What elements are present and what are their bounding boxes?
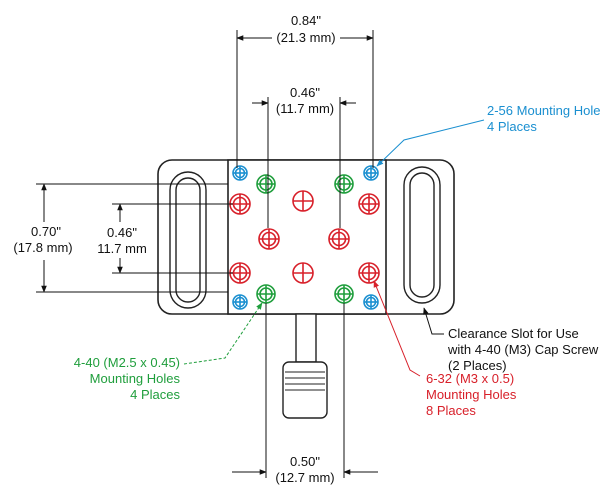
- blue-holes: [232, 165, 379, 310]
- right-clearance-slot: [403, 166, 441, 304]
- green-hole-bottom-right: [334, 284, 354, 304]
- left-height-value: 0.70": [31, 224, 61, 239]
- red-callout-leader: [373, 280, 421, 377]
- green-callout-line2: Mounting Holes: [90, 371, 181, 386]
- blue-hole-bottom-right: [363, 294, 379, 310]
- adjuster-knob: [282, 313, 328, 419]
- red-callout-line1: 6-32 (M3 x 0.5): [426, 371, 514, 386]
- red-hole-3: [358, 193, 380, 215]
- red-hole-2: [292, 190, 314, 212]
- red-hole-5: [328, 228, 350, 250]
- green-callout-line1: 4-40 (M2.5 x 0.45): [74, 355, 180, 370]
- center-block: [227, 159, 387, 315]
- green-hole-top-right: [334, 174, 354, 194]
- top-width-value: 0.84": [291, 13, 321, 28]
- blue-hole-bottom-left: [232, 294, 248, 310]
- dimension-top-width: [236, 30, 374, 168]
- blue-callout-leader: [376, 119, 485, 167]
- slot-callout-line3: (2 Places): [448, 358, 507, 373]
- dimension-bottom-width: [232, 303, 378, 478]
- top-width-metric: (21.3 mm): [276, 30, 335, 45]
- inner-width-metric: (11.7 mm): [276, 101, 334, 116]
- red-callout-line3: 8 Places: [426, 403, 476, 418]
- red-hole-4: [258, 228, 280, 250]
- bottom-width-metric: (12.7 mm): [275, 470, 334, 485]
- green-callout-leader: [183, 302, 263, 365]
- dimension-inner-width: [252, 97, 356, 228]
- left-height-metric: (17.8 mm): [13, 240, 72, 255]
- green-hole-bottom-left: [256, 284, 276, 304]
- red-holes: [229, 190, 380, 284]
- green-hole-top-left: [256, 174, 276, 194]
- red-hole-8: [358, 262, 380, 284]
- dimension-left-height: [36, 183, 228, 293]
- red-callout-line2: Mounting Holes: [426, 387, 517, 402]
- blue-hole-top-right: [363, 165, 379, 181]
- left-clearance-slot: [169, 171, 207, 309]
- dimension-inner-height: [112, 203, 233, 274]
- bottom-width-value: 0.50": [290, 454, 320, 469]
- slot-callout-line1: Clearance Slot for Use: [448, 326, 579, 341]
- blue-callout-line1: 2-56 Mounting Holes: [487, 103, 600, 118]
- inner-height-metric: 11.7 mm: [97, 241, 147, 256]
- inner-width-value: 0.46": [290, 85, 320, 100]
- inner-height-value: 0.46": [107, 225, 137, 240]
- red-hole-6: [229, 262, 251, 284]
- slot-callout-line2: with 4-40 (M3) Cap Screw: [447, 342, 599, 357]
- blue-hole-top-left: [232, 165, 248, 181]
- red-hole-7: [292, 262, 314, 284]
- slot-callout-leader: [423, 307, 444, 335]
- blue-callout-line2: 4 Places: [487, 119, 537, 134]
- green-callout-line3: 4 Places: [130, 387, 180, 402]
